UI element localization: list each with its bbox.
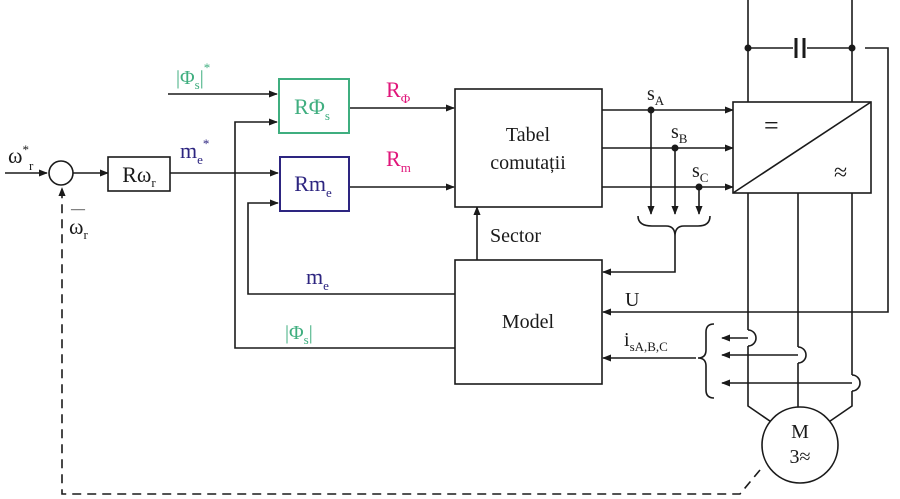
torque-controller-block	[279, 156, 350, 212]
summing-junction	[48, 160, 74, 186]
r-m-label: Rm	[386, 146, 411, 175]
inverter-diagonal	[732, 101, 872, 194]
sector-label: Sector	[490, 225, 541, 247]
torque-feedback-line	[247, 199, 455, 295]
flux-feedback-line	[234, 118, 455, 349]
switching-table-line1: Tabel	[506, 124, 551, 146]
switching-brace	[637, 215, 711, 237]
flux-ref-label: |Φs|*	[176, 60, 210, 92]
phase-c-hop	[851, 374, 861, 392]
speed-feedback-line	[58, 187, 761, 495]
voltage-sense-line	[602, 47, 889, 316]
r-phi-label: RΦ	[386, 77, 411, 106]
phase-b-hop	[797, 346, 807, 364]
motor-label-line2: 3≈	[790, 446, 811, 468]
switching-table-block	[454, 88, 603, 208]
model-block	[454, 259, 603, 385]
torque-controller-label: Rme	[294, 171, 332, 200]
sc-label: sC	[692, 160, 708, 185]
voltage-label: U	[625, 289, 640, 311]
switching-to-model-line	[602, 236, 676, 276]
model-label: Model	[502, 311, 555, 333]
current-brace	[697, 323, 715, 399]
inverter-ac-symbol: ≈	[834, 160, 847, 186]
motor-symbol	[761, 406, 839, 484]
currents-label: isA,B,C	[624, 329, 668, 354]
omega-ref-label: ω*r	[8, 142, 34, 173]
me-est-label: me	[306, 264, 329, 293]
phase-a-hop	[747, 329, 757, 347]
flux-controller-block	[278, 78, 350, 134]
dc-node-right	[848, 44, 856, 52]
sb-label: sB	[671, 121, 688, 146]
phase-a-lower	[747, 346, 781, 429]
dc-node-left	[744, 44, 752, 52]
omega-fb-minus: —	[70, 202, 86, 217]
switching-table-line2: comutații	[490, 152, 566, 174]
omega-fb-label: ωr	[69, 214, 88, 242]
flux-controller-label: RΦs	[294, 94, 330, 123]
inverter-dc-symbol: =	[764, 111, 779, 140]
me-ref-label: me*	[180, 136, 209, 167]
motor-label-line1: M	[791, 421, 809, 443]
sa-label: sA	[647, 83, 665, 108]
flux-est-label: |Φs|	[285, 322, 313, 347]
speed-controller-label: Rωr	[122, 162, 156, 190]
speed-controller-block	[107, 156, 171, 192]
phase-c-lower	[819, 391, 853, 429]
